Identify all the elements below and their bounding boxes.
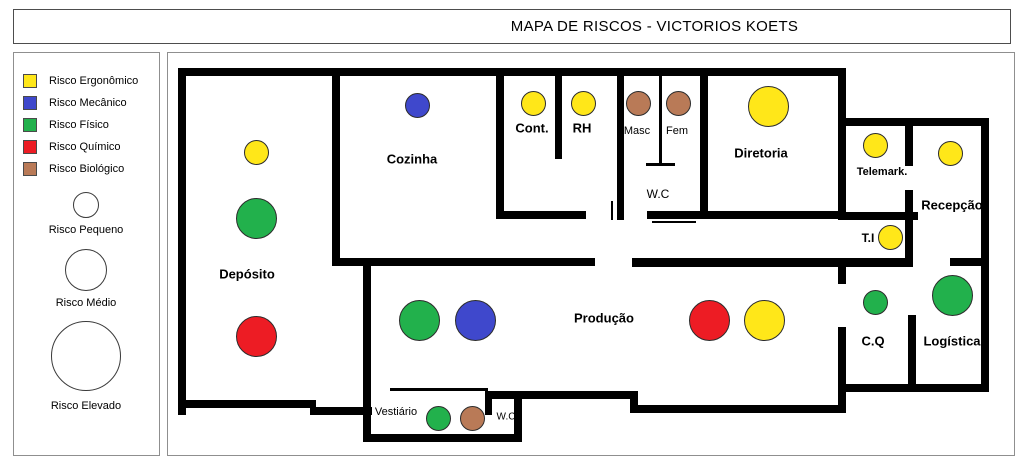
room-label-cozinha: Cozinha [386, 151, 438, 167]
legend-item-mecanico: Risco Mecânico [23, 96, 127, 110]
wall [332, 258, 595, 266]
risk-marker-mecanico-producao [454, 299, 496, 341]
legend-item-label: Risco Ergonômico [49, 75, 139, 87]
wall [646, 163, 675, 166]
room-label-rh: RH [572, 120, 592, 136]
title-box: MAPA DE RISCOS - VICTORIOS KOETS [13, 9, 1011, 44]
wall [178, 68, 846, 76]
risk-marker-ergonomico-producao [743, 299, 785, 341]
wall [492, 391, 638, 399]
room-label-cont: Cont. [515, 120, 549, 136]
wall [363, 266, 371, 442]
legend-size-label-pequeno: Risco Pequeno [48, 224, 124, 236]
wall [905, 190, 913, 258]
risk-marker-quimico-producao [688, 299, 730, 341]
risk-marker-ergonomico-telemark [862, 132, 888, 158]
risk-marker-fisico-deposito [235, 197, 277, 239]
room-label-deposito: Depósito [219, 266, 275, 282]
legend-color-swatch-quimico [23, 140, 37, 154]
room-label-wc-lower: W.C [496, 411, 516, 423]
wall [659, 68, 662, 166]
legend-color-swatch-biologico [23, 162, 37, 176]
wall [363, 434, 522, 442]
wall [700, 211, 846, 219]
room-label-wc-upper: W.C [646, 187, 670, 201]
wall [178, 68, 186, 415]
legend-item-label: Risco Físico [49, 119, 109, 131]
risk-marker-ergonomico-cont [520, 90, 546, 116]
risk-marker-ergonomico-deposito [243, 139, 269, 165]
risk-marker-biologico-vestiario [459, 405, 485, 431]
wall [485, 391, 492, 415]
page-title: MAPA DE RISCOS - VICTORIOS KOETS [510, 18, 799, 35]
wall [838, 212, 918, 220]
risk-marker-biologico-fem [665, 90, 691, 116]
legend-size-circle-pequeno [73, 192, 99, 218]
risk-marker-fisico-vestiario [425, 405, 451, 431]
risk-marker-fisico-logistica [931, 274, 973, 316]
wall [908, 315, 916, 384]
legend-item-label: Risco Biológico [49, 163, 125, 175]
legend-item-label: Risco Mecânico [49, 97, 127, 109]
legend-size-label-medio: Risco Médio [55, 297, 117, 309]
legend-color-swatch-mecanico [23, 96, 37, 110]
wall [905, 118, 913, 166]
wall [617, 68, 624, 220]
wall [496, 70, 504, 212]
risk-marker-ergonomico-ti [877, 224, 903, 250]
room-label-recepcao: Recepção [921, 197, 983, 213]
wall [178, 400, 316, 408]
wall [555, 68, 562, 159]
risk-marker-ergonomico-recepcao [937, 140, 963, 166]
wall [332, 68, 340, 266]
legend-item-label: Risco Químico [49, 141, 121, 153]
room-label-cq: C.Q [861, 333, 885, 349]
risk-marker-ergonomico-diretoria [747, 85, 789, 127]
room-label-diretoria: Diretoria [734, 145, 788, 161]
legend-color-swatch-ergonomico [23, 74, 37, 88]
wall [843, 384, 989, 392]
risk-marker-quimico-deposito [235, 315, 277, 357]
risk-marker-biologico-masc [625, 90, 651, 116]
legend-item-ergonomico: Risco Ergonômico [23, 74, 138, 88]
room-label-fem: Fem [666, 125, 688, 137]
wall [632, 258, 913, 267]
wall [981, 118, 989, 392]
wall [950, 258, 989, 266]
room-label-vestiario: Vestiário [374, 406, 418, 418]
legend-color-swatch-fisico [23, 118, 37, 132]
legend-size-circle-elevado [51, 321, 121, 391]
legend-size-circle-medio [65, 249, 107, 291]
wall [838, 262, 846, 284]
wall [611, 201, 613, 220]
room-label-telemark: Telemark. [856, 166, 908, 178]
risk-marker-mecanico-cozinha [404, 92, 430, 118]
wall [845, 118, 989, 126]
legend-item-biologico: Risco Biológico [23, 162, 124, 176]
legend-item-quimico: Risco Químico [23, 140, 121, 154]
wall [390, 388, 488, 391]
wall [838, 68, 846, 213]
room-label-producao: Produção [574, 310, 634, 326]
risk-marker-fisico-producao [398, 299, 440, 341]
wall [630, 405, 846, 413]
risk-marker-ergonomico-rh [570, 90, 596, 116]
room-label-logistica: Logística [923, 333, 981, 349]
wall [630, 391, 638, 413]
wall [700, 68, 708, 219]
wall [652, 221, 696, 223]
wall [838, 327, 846, 413]
wall [310, 407, 372, 415]
legend-item-fisico: Risco Físico [23, 118, 109, 132]
wall [647, 211, 707, 219]
legend-size-label-elevado: Risco Elevado [50, 400, 122, 412]
room-label-masc: Masc [623, 125, 651, 137]
wall [514, 391, 522, 442]
risk-marker-fisico-cq [862, 289, 888, 315]
room-label-ti: T.I [861, 231, 875, 245]
wall [496, 211, 586, 219]
